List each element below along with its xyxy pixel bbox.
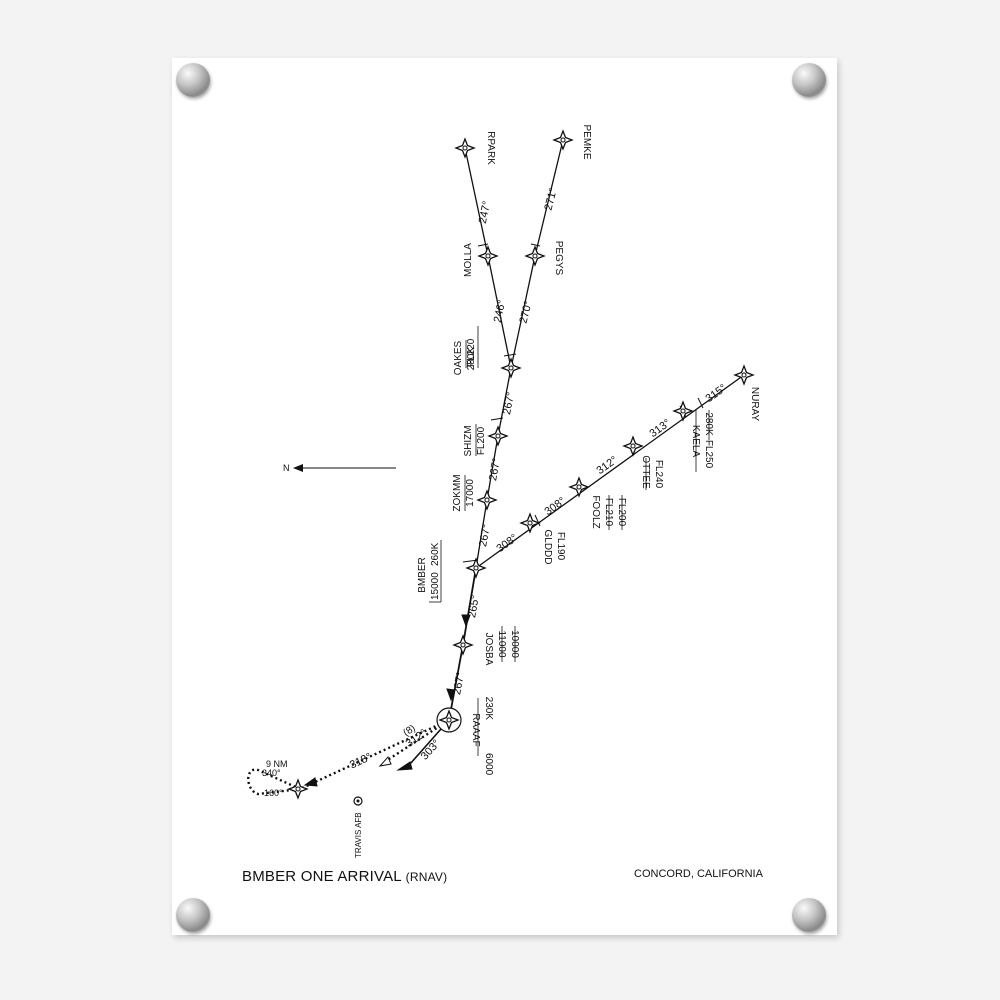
fix-name-bmber: BMBER — [417, 557, 428, 593]
fix-alt-glddd: FL190 — [555, 532, 566, 561]
fix-name-molla: MOLLA — [463, 243, 474, 277]
mounting-bolt-top-right — [792, 63, 826, 97]
course-nuray-kaela: 315° — [704, 382, 729, 405]
holding-distance: 9 NM — [266, 759, 288, 769]
fix-name-rpark: RPARK — [485, 131, 496, 165]
chart-title-suffix: (RNAV) — [405, 870, 448, 884]
segment-zokmm-bmber — [475, 499, 488, 569]
fix-alt-shizm: FL200 — [476, 426, 487, 455]
course-raaaf-hold: 318° — [348, 751, 374, 771]
fix-name-raaaf: RAAAF — [470, 713, 481, 746]
fix-name-pemke: PEMKE — [581, 124, 592, 159]
course-molla-oakes: 246° — [492, 299, 508, 324]
segment-oakes-shizm — [497, 367, 512, 437]
waypoint-josba — [453, 635, 473, 655]
fix-name-foolz: FOOLZ — [590, 495, 601, 528]
chart-title: BMBER ONE ARRIVAL (RNAV) — [242, 868, 447, 885]
course-pemke-pegys: 271° — [543, 187, 560, 212]
holding-pattern — [247, 768, 301, 796]
fix-name-oakes: OAKES — [453, 340, 464, 375]
fix-name-nuray: NURAY — [749, 387, 760, 422]
waypoint-foolz — [569, 477, 589, 497]
segment-josba-raaaf — [448, 644, 464, 721]
fix-name-shizm: SHIZM — [463, 425, 474, 456]
course-glddd-bmber: 308° — [495, 532, 520, 555]
holding-outbound-course: 340° — [262, 768, 281, 778]
fix-alt-kaela: FL250 — [703, 440, 714, 469]
waypoint-rpark — [455, 138, 475, 158]
route-arrowheads — [303, 614, 471, 787]
course-rpark-molla: 247° — [477, 200, 493, 225]
waypoint-zokmm — [477, 490, 497, 510]
mounting-bolt-top-left — [176, 63, 210, 97]
course-bmber-josba: 265° — [466, 594, 482, 619]
segment-shizm-zokmm — [486, 435, 499, 501]
north-arrow: N — [283, 463, 396, 473]
airport-label: TRAVIS AFB — [354, 812, 363, 858]
fix-alt-ottee: FL240 — [653, 460, 664, 489]
fix-alt-foolz-bottom: FL200 — [616, 498, 627, 527]
segment-pegys-oakes — [510, 255, 536, 369]
fix-alt-raaaf: 6000 — [483, 753, 494, 776]
waypoint-bmber — [466, 558, 486, 578]
waypoint-molla — [478, 246, 498, 266]
course-kaela-ottee: 313° — [648, 417, 673, 440]
fix-speed-kaela: 280K — [703, 412, 714, 436]
fix-alt-zokmm: 17000 — [465, 479, 476, 507]
crossing-ticks — [462, 243, 704, 563]
segment-rpark-molla — [464, 147, 489, 257]
fix-speed-raaaf: 230K — [483, 697, 494, 721]
course-labels: 247° 271° 246° 270° 267° 267° 267° 265° … — [348, 187, 729, 772]
course-pegys-oakes: 270° — [518, 300, 535, 325]
segment-molla-oakes — [487, 255, 512, 369]
airport-travis-afb: TRAVIS AFB — [353, 796, 363, 858]
segment-bmber-josba — [462, 567, 477, 646]
waypoint-ottee — [623, 436, 643, 456]
fix-alt-josba-top: 11000 — [496, 630, 507, 658]
holding-labels: 340° 160° 9 NM — [262, 759, 288, 798]
fix-alt-josba-bottom: 10000 — [509, 630, 520, 658]
waypoint-pegys — [525, 246, 545, 266]
route-lines — [247, 139, 745, 796]
waypoint-oakes — [501, 358, 521, 378]
fix-name-josba: JOSBA — [483, 633, 494, 666]
chart-panel — [172, 58, 837, 935]
chart-title-main: BMBER ONE ARRIVAL — [242, 868, 402, 885]
fix-name-glddd: GLDDD — [542, 529, 553, 564]
segment-pemke-pegys — [534, 139, 564, 257]
fix-name-pegys: PEGYS — [553, 241, 564, 276]
north-label: N — [283, 463, 290, 473]
course-oakes-shizm: 267° — [501, 391, 517, 416]
fix-alt-foolz-top: FL210 — [603, 498, 614, 527]
holding-inbound-course: 160° — [264, 788, 283, 798]
waypoint-nuray — [734, 365, 754, 385]
segment-raaaf-hold — [299, 718, 450, 791]
fix-name-ottee: OTTEE — [640, 455, 651, 489]
waypoint-kaela — [673, 401, 693, 421]
waypoint-pemke — [553, 130, 573, 150]
chart-location: CONCORD, CALIFORNIA — [634, 868, 763, 880]
fix-name-zokmm: ZOKMM — [452, 474, 463, 511]
fix-speed-oakes: 280K — [466, 347, 477, 371]
fix-labels: RPARK PEMKE MOLLA PEGYS OAKES FL220 280K… — [417, 124, 760, 775]
waypoint-raaaf — [436, 707, 462, 733]
fix-alt-oakes: FL220 — [466, 338, 477, 367]
course-josba-raaaf: 267° — [451, 671, 467, 696]
fix-speed-bmber: 260K — [430, 542, 441, 566]
course-shizm-zokmm: 267° — [487, 457, 503, 482]
course-zokmm-bmber: 267° — [477, 523, 493, 548]
mounting-bolt-bottom-right — [792, 898, 826, 932]
waypoint-holding-fix — [288, 779, 308, 799]
fix-name-kaela: KAELA — [690, 425, 701, 458]
course-foolz-glddd: 308° — [543, 495, 568, 518]
mounting-bolt-bottom-left — [176, 898, 210, 932]
segment-nuray-bmber — [475, 374, 745, 569]
fix-alt-bmber: 15000 — [430, 572, 441, 600]
waypoint-shizm — [488, 426, 508, 446]
